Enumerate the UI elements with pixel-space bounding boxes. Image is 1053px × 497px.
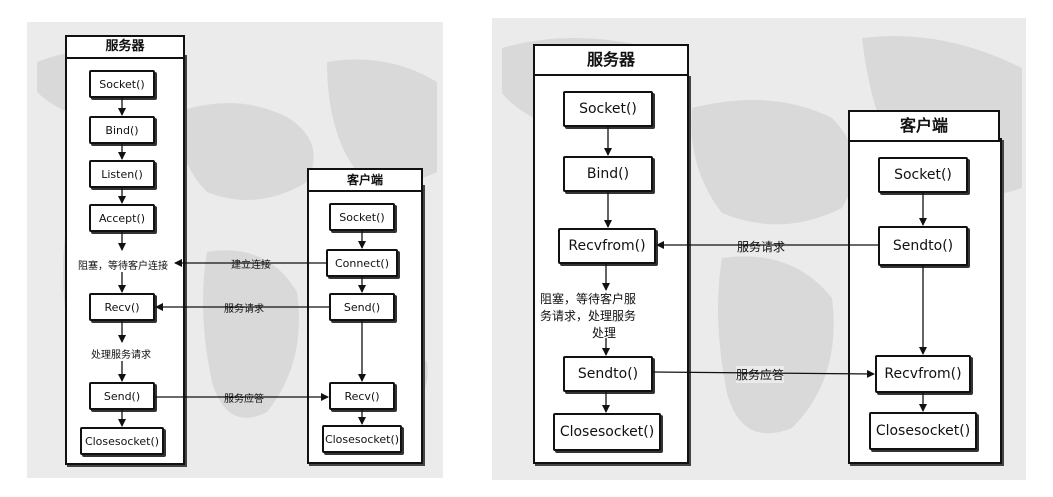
- tcp-client-socket-box: Socket(): [329, 203, 395, 231]
- udp-server-block-note-line3: 处理: [592, 326, 617, 340]
- tcp-server-bind-box: Bind(): [89, 116, 155, 144]
- tcp-server-closesocket-box: Closesocket(): [80, 427, 164, 455]
- tcp-connect-label: 建立连接: [231, 260, 271, 271]
- tcp-server-listen-box: Listen(): [89, 160, 155, 188]
- tcp-client-recv-box: Recv(): [329, 382, 395, 410]
- tcp-server-accept-box: Accept(): [89, 204, 155, 232]
- udp-server-block-note-line2: 务请求，处理服务: [540, 309, 637, 323]
- tcp-request-label: 服务请求: [224, 304, 264, 315]
- udp-server-block-note-line1: 阻塞，等待客户服: [540, 292, 637, 306]
- udp-server-closesocket-box: Closesocket(): [553, 413, 661, 451]
- udp-client-socket-box: Socket(): [878, 157, 968, 193]
- tcp-server-process-note: 处理服务请求: [91, 350, 151, 361]
- tcp-client-title: 客户端: [307, 168, 423, 192]
- udp-server-socket-box: Socket(): [563, 91, 653, 127]
- tcp-server-send-box: Send(): [89, 382, 155, 410]
- udp-response-label: 服务应答: [736, 366, 785, 383]
- tcp-server-recv-box: Recv(): [89, 293, 155, 321]
- udp-server-title: 服务器: [533, 44, 689, 76]
- udp-server-recvfrom-box: Recvfrom(): [558, 228, 656, 264]
- tcp-server-title: 服务器: [65, 35, 185, 59]
- udp-server-lane: [533, 74, 689, 464]
- tcp-response-label: 服务应答: [224, 394, 264, 405]
- udp-client-recvfrom-box: Recvfrom(): [875, 355, 971, 393]
- tcp-client-connect-box: Connect(): [326, 249, 398, 277]
- udp-server-sendto-box: Sendto(): [563, 356, 653, 392]
- udp-server-bind-box: Bind(): [563, 156, 653, 192]
- tcp-client-closesocket-box: Closesocket(): [322, 425, 402, 453]
- tcp-server-block-note: 阻塞，等待客户连接: [78, 261, 168, 272]
- udp-client-title: 客户端: [848, 110, 1000, 142]
- tcp-server-socket-box: Socket(): [89, 70, 155, 98]
- udp-request-label: 服务请求: [737, 238, 786, 255]
- udp-client-sendto-box: Sendto(): [878, 226, 968, 266]
- udp-client-closesocket-box: Closesocket(): [869, 412, 977, 450]
- tcp-client-send-box: Send(): [329, 293, 395, 321]
